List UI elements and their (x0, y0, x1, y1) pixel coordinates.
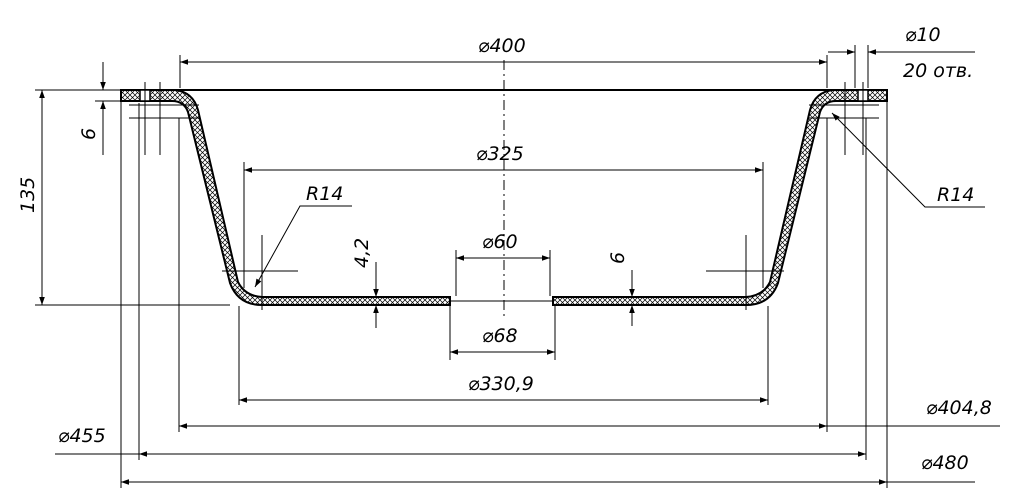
label-d455: ⌀455 (58, 425, 106, 447)
label-holes: 20 отв. (903, 60, 973, 82)
label-d325: ⌀325 (476, 143, 524, 165)
left-flange (120, 89, 451, 306)
label-d330-9: ⌀330,9 (468, 373, 534, 395)
label-6-right: 6 (607, 252, 629, 264)
label-d480: ⌀480 (921, 452, 969, 474)
label-d60: ⌀60 (482, 231, 518, 253)
label-4-2: 4,2 (351, 238, 373, 268)
right-flange (552, 89, 888, 306)
leader-r14-right (831, 112, 985, 208)
dimension-lines (39, 49, 1000, 485)
label-d404-8: ⌀404,8 (926, 397, 992, 419)
dimension-labels: ⌀400 ⌀10 20 отв. 6 135 ⌀325 R14 R14 4,2 … (17, 24, 992, 474)
label-r14-right: R14 (937, 184, 974, 206)
label-d10: ⌀10 (905, 24, 941, 46)
label-d68: ⌀68 (482, 325, 518, 347)
label-135: 135 (17, 177, 39, 213)
label-d400: ⌀400 (478, 35, 526, 57)
label-r14-left: R14 (306, 183, 343, 205)
extension-lines (35, 45, 888, 488)
leader-r14-left (254, 205, 352, 288)
label-6-left: 6 (78, 128, 100, 140)
